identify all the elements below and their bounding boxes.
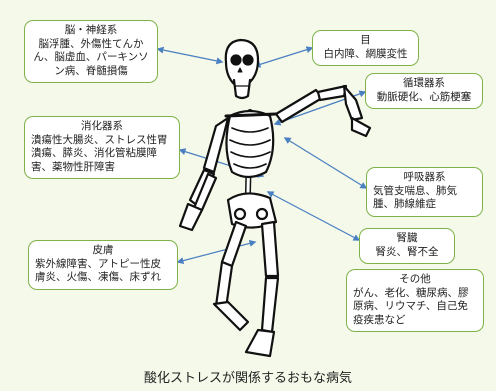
- category-title: 目: [360, 34, 371, 46]
- right-tibia-bone: [260, 276, 280, 334]
- category-title: 脳・神経系: [64, 24, 118, 36]
- left-foot-bones: [212, 300, 250, 332]
- skull: [224, 38, 260, 86]
- right-hand-bones: [350, 116, 372, 138]
- right-foot-bones: [244, 328, 276, 358]
- ribcage: [225, 109, 275, 179]
- category-title: 呼吸器系: [403, 171, 446, 183]
- right-forearm-bone: [316, 84, 348, 102]
- category-diseases: 潰瘍性大腸炎、ストレス性胃潰瘍、膵炎、消化管粘膜障害、薬物性肝障害: [31, 133, 168, 173]
- category-box-digestive: 消化器系 潰瘍性大腸炎、ストレス性胃潰瘍、膵炎、消化管粘膜障害、薬物性肝障害: [24, 116, 180, 179]
- category-title: 皮膚: [92, 244, 114, 256]
- category-title: 消化器系: [81, 120, 123, 132]
- category-diseases: 紫外線障害、アトピー性皮膚炎、火傷、凍傷、床ずれ: [35, 257, 161, 284]
- left-humerus-bone: [202, 116, 230, 174]
- right-forearm-bone-2: [342, 84, 364, 122]
- right-femur-bone: [260, 220, 280, 278]
- category-diseases: 動脈硬化、心筋梗塞: [376, 90, 472, 103]
- arrow-respiratory: [283, 137, 368, 189]
- category-diseases: 脳浮腫、外傷性てんかん、脳虚血、パーキンソン病、脊髄損傷: [33, 37, 149, 77]
- category-diseases: 白内障、網膜変性: [323, 47, 408, 60]
- category-title: 循環器系: [403, 77, 445, 89]
- jaw: [232, 78, 252, 100]
- arrow-skin: [176, 239, 257, 265]
- category-diseases: がん、老化、糖尿病、膠原病、リウマチ、自己免疫疾患など: [353, 286, 469, 326]
- category-diseases: 腎炎、腎不全: [375, 245, 439, 258]
- left-femur-bone: [220, 220, 248, 268]
- left-tibia-bone: [214, 260, 234, 310]
- category-box-circulatory: 循環器系 動脈硬化、心筋梗塞: [365, 73, 483, 109]
- category-box-respiratory: 呼吸器系 気管支喘息、肺気腫、肺線維症: [366, 167, 483, 217]
- category-box-kidney: 腎臓 腎炎、腎不全: [359, 228, 455, 264]
- category-box-eye: 目 白内障、網膜変性: [312, 30, 419, 66]
- arrow-kidney: [266, 191, 361, 241]
- category-box-other: その他 がん、老化、糖尿病、膠原病、リウマチ、自己免疫疾患など: [346, 269, 484, 332]
- arrow-brain: [156, 46, 224, 65]
- left-hand-bones: [178, 202, 204, 232]
- right-humerus-bone: [274, 88, 324, 124]
- category-box-skin: 皮膚 紫外線障害、アトピー性皮膚炎、火傷、凍傷、床ずれ: [28, 240, 178, 290]
- category-box-brain: 脳・神経系 脳浮腫、外傷性てんかん、脳虚血、パーキンソン病、脊髄損傷: [24, 20, 158, 83]
- category-diseases: 気管支喘息、肺気腫、肺線維症: [373, 184, 457, 211]
- category-title: その他: [399, 273, 431, 285]
- arrow-eye: [253, 46, 314, 68]
- figure-caption: 酸化ストレスが関係するおもな病気: [143, 371, 352, 386]
- category-title: 腎臓: [396, 232, 418, 244]
- clavicle: [224, 112, 278, 118]
